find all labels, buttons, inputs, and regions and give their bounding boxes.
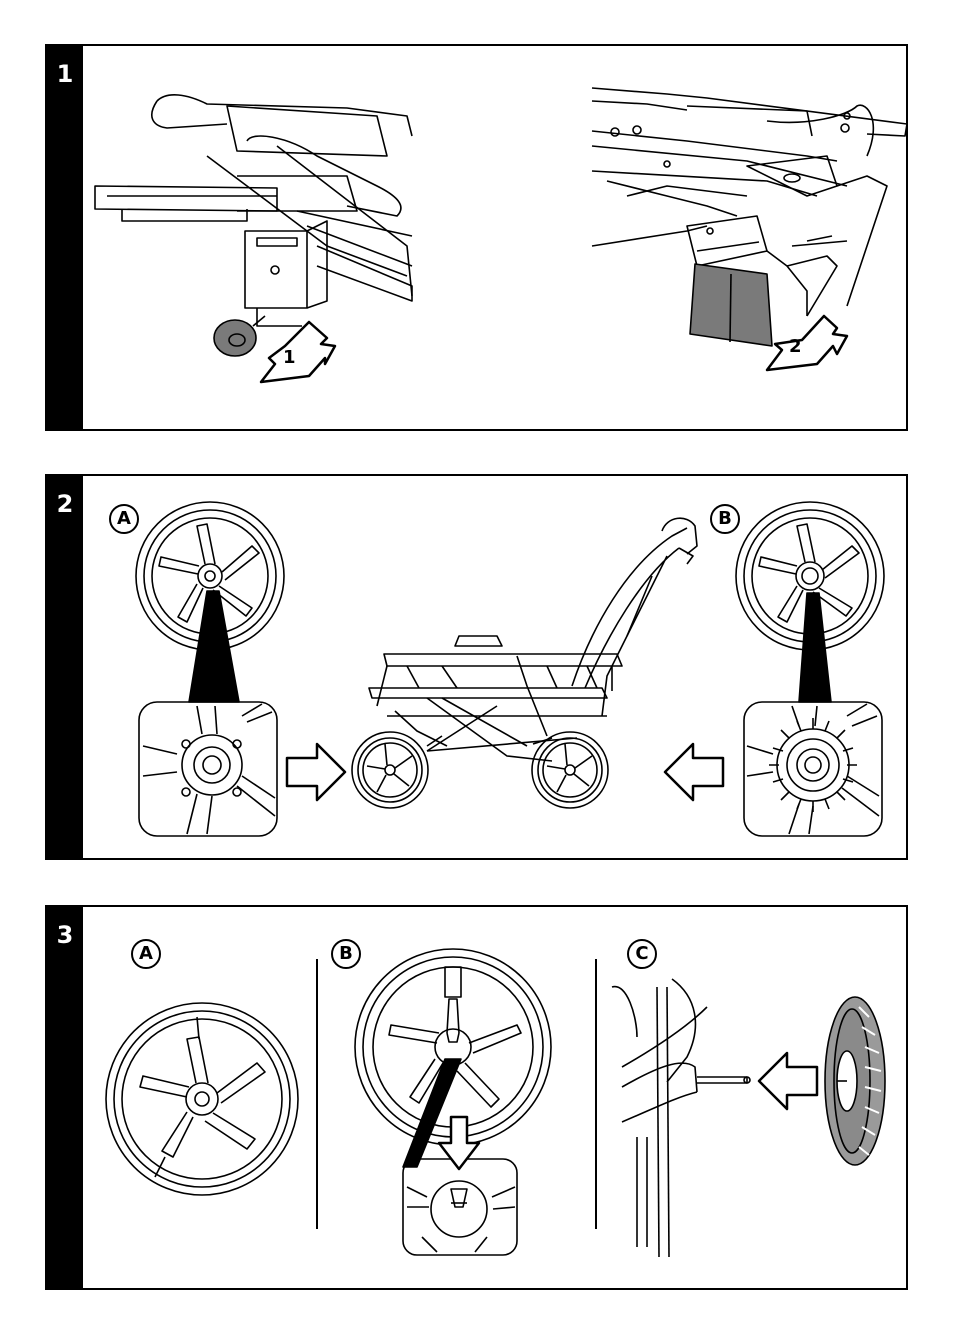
step-2-illustration — [47, 476, 908, 860]
wheel-side-view — [825, 997, 885, 1165]
zoom-hub-b — [744, 702, 882, 836]
step-3-illustration — [47, 907, 908, 1290]
folded-frame-right — [592, 88, 907, 370]
step-3-panel: 3 A B C — [45, 905, 908, 1290]
zoom-hub-a — [139, 702, 277, 836]
stroller-chassis — [352, 518, 697, 808]
step-1-panel: 1 — [45, 44, 908, 431]
step-2-panel: 2 A B — [45, 474, 908, 860]
folded-frame-left — [95, 95, 412, 382]
arrow-1-label: 1 — [283, 347, 296, 368]
arrow-left — [759, 1053, 817, 1109]
arrow-to-rear — [287, 744, 345, 800]
step-1-illustration: 1 — [47, 46, 908, 431]
arrow-2-label: 2 — [789, 336, 802, 357]
arrow-to-front — [665, 744, 723, 800]
axle-section — [612, 979, 750, 1257]
zoom-hub-b — [403, 1159, 517, 1255]
wheel-a — [106, 1003, 298, 1195]
wheel-b — [355, 949, 551, 1145]
